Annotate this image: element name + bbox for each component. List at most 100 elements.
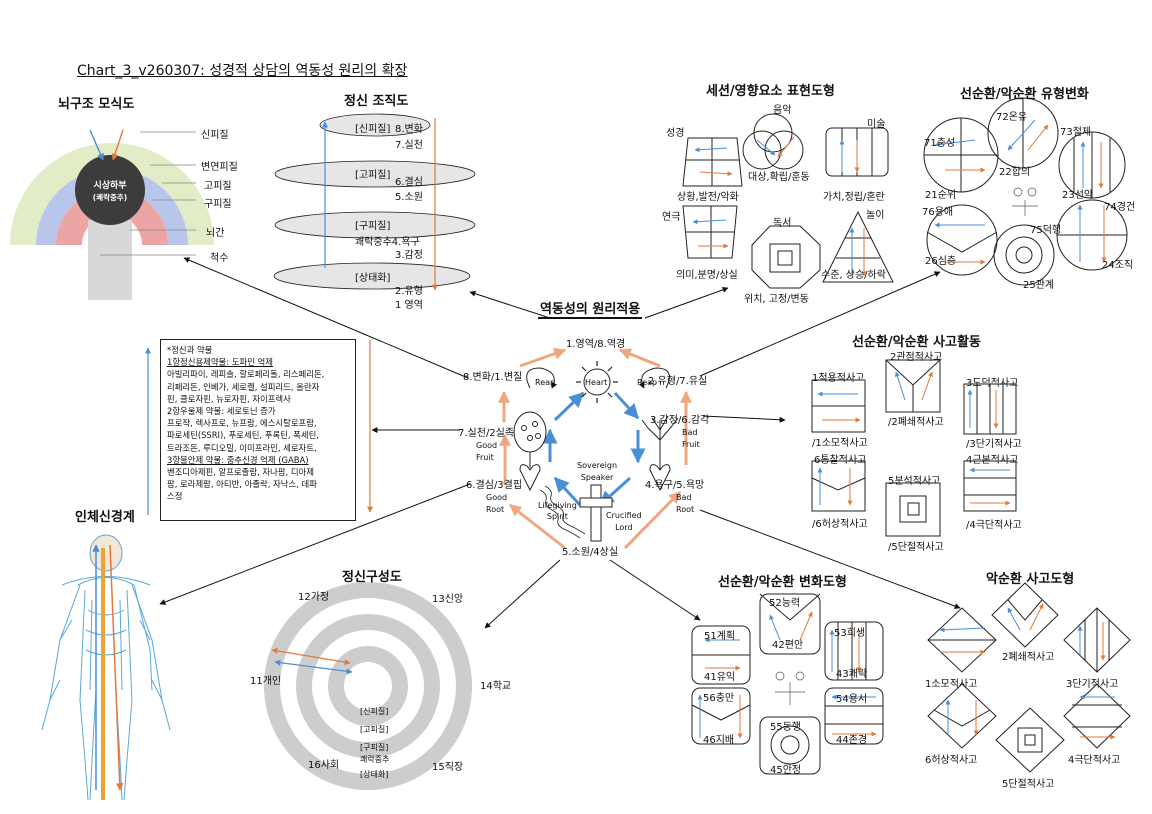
nervous-title: 인체신경계 xyxy=(75,510,135,525)
vicious-label: 6허상적사고 xyxy=(925,755,978,766)
change-label: 46지배 xyxy=(703,735,735,746)
mind-org-ellipse-1 xyxy=(319,113,431,137)
mind-struct-layer-2: [고피질] xyxy=(360,725,389,734)
vicious-label: 2폐쇄적사고 xyxy=(1002,652,1055,663)
brain-title: 뇌구조 모식도 xyxy=(58,97,135,112)
node-6: 6.결심/3결핍 xyxy=(466,480,523,491)
thinking-label: /6허상적사고 xyxy=(812,519,868,530)
brain-diagram xyxy=(10,129,214,300)
vicious-title: 악순환 사고도형 xyxy=(986,572,1075,587)
session-title: 세션/영향요소 표현도형 xyxy=(706,84,835,99)
cycle-label: 25관계 xyxy=(1023,280,1055,291)
mind-struct-layer-5: [상태화] xyxy=(360,770,389,779)
node-2: 2.유형/7.유실 xyxy=(648,376,708,387)
session-label: 수준, 상승/하락 xyxy=(821,270,886,281)
session-label: 위치, 고정/변동 xyxy=(744,294,809,305)
change-label: 52능력 xyxy=(769,598,801,609)
cycle-label: 72온유 xyxy=(996,112,1028,123)
cycle-label: 26심층 xyxy=(925,256,957,267)
drug-line: 벤조디아제핀, 알프로졸람, 자나팜, 디아제 xyxy=(167,467,314,478)
change-label: 44존경 xyxy=(836,735,868,746)
cycle-label: 73절제 xyxy=(1060,127,1092,138)
spirit-wave xyxy=(539,485,586,539)
session-label: 독서 xyxy=(773,218,792,229)
brain-label-limbic: 변연피질 xyxy=(201,162,238,173)
change-label: 42편안 xyxy=(772,640,804,651)
cycle-change-figures xyxy=(923,97,1128,286)
mind-org-layer-2-bottom: 5.소원 xyxy=(395,192,423,203)
mind-org-title: 정신 조직도 xyxy=(344,94,409,109)
vicious-label: 1소모적사고 xyxy=(925,679,978,690)
node-4: 4.욕구/5.욕망 xyxy=(645,480,705,491)
mind-struct-layer-3: [구피질] xyxy=(360,743,389,752)
change-label: 51계획 xyxy=(704,631,736,642)
cycle-label: 23선악 xyxy=(1062,190,1094,201)
vicious-label: 5단절적사고 xyxy=(1002,779,1055,790)
mind-org-layer-1-bottom: 7.실천 xyxy=(395,140,423,151)
mind-structure-rings xyxy=(264,582,472,790)
cycle-change-title: 선순환/악순환 유형변화 xyxy=(960,87,1089,102)
thinking-label: /5단절적사고 xyxy=(888,542,944,553)
node-1: 1.영역/8.역경 xyxy=(566,339,626,350)
drug-info-box: *정신과 약물 1항정신용제약물: 도파민 억제 아빌리파이, 레피솔, 할로페… xyxy=(160,339,356,521)
drug-line: 아빌리파이, 레피솔, 할로페리돌, 리스페리돈, xyxy=(167,369,325,380)
mind-org-layer-2-name: [고피질] xyxy=(355,170,391,181)
change-label: 41유익 xyxy=(704,672,736,683)
node-7: 7.실천/2실족 xyxy=(458,428,515,439)
hypothalamus-name: 시상하부 xyxy=(93,181,127,191)
mind-struct-label-school: 14학교 xyxy=(480,681,512,692)
change-figures xyxy=(691,593,884,775)
hypothalamus xyxy=(75,155,145,225)
mind-org-layer-2-top: 6.결심 xyxy=(395,177,423,188)
good-tree xyxy=(513,411,547,492)
session-label: 성경 xyxy=(666,128,685,139)
cycle-label: 76용애 xyxy=(922,207,954,218)
hypothalamus-label: 시상하부 (쾌락중추) xyxy=(75,180,145,204)
session-label: 미술 xyxy=(867,119,886,130)
change-label: 54용서 xyxy=(836,694,868,705)
session-label: 음악 xyxy=(773,105,792,116)
center-title: 역동성의 원리적용 xyxy=(538,298,643,319)
thinking-label: /2폐쇄적사고 xyxy=(888,417,944,428)
drug-line: 3항불안제 약물: 중추신경 억제 (GABA) xyxy=(167,454,309,465)
mind-struct-label-faith: 13신앙 xyxy=(432,594,464,605)
mind-org-diagram xyxy=(273,113,476,291)
cycle-label: 74경건 xyxy=(1104,202,1136,213)
thinking-label: /1소모적사고 xyxy=(812,438,868,449)
cycle-label: 24조직 xyxy=(1102,260,1134,271)
spinal-cord xyxy=(88,220,132,300)
change-label: 45안정 xyxy=(770,765,802,776)
mind-struct-label-work: 15직장 xyxy=(432,762,464,773)
hypothalamus-sub: (쾌락중추) xyxy=(92,193,128,202)
reap-right: Reap xyxy=(637,378,658,387)
thinking-label: 1적용적사고 xyxy=(812,373,865,384)
session-label: 대상,확립/훈동 xyxy=(748,172,810,183)
change-label: 53희생 xyxy=(834,628,866,639)
mind-org-layer-1-top: 8.변화 xyxy=(395,124,423,135)
cycle-label: 71충성 xyxy=(924,138,956,149)
drug-line: 1항정신용제약물: 도파민 억제 xyxy=(167,357,273,368)
session-label: 연극 xyxy=(662,212,681,223)
mind-org-layer-3-name: [구피질] xyxy=(355,221,391,232)
drug-line: *정신과 약물 xyxy=(167,345,213,355)
change-label: 55동행 xyxy=(770,722,802,733)
session-label: 놀이 xyxy=(866,210,885,221)
session-label: 의미,분명/상실 xyxy=(676,270,738,281)
mind-org-layer-1-name: [신피질] xyxy=(355,124,391,135)
page-title: Chart_3_v260307: 성경적 상담의 역동성 원리의 확장 xyxy=(77,63,408,79)
drug-line: 리페리돈, 인베가, 세로켈, 설피리드, 올란자 xyxy=(167,381,320,392)
mind-struct-title: 정신구성도 xyxy=(342,570,402,585)
sun-heart xyxy=(576,361,618,403)
node-3: 3.감정/6.감각 xyxy=(650,415,710,426)
session-figures xyxy=(682,113,894,289)
vicious-figures xyxy=(927,582,1131,773)
drug-line: 스정 xyxy=(167,491,183,502)
thinking-label: 6통찰적사고 xyxy=(814,455,867,466)
session-label: 상황,발전/악화 xyxy=(677,192,739,203)
